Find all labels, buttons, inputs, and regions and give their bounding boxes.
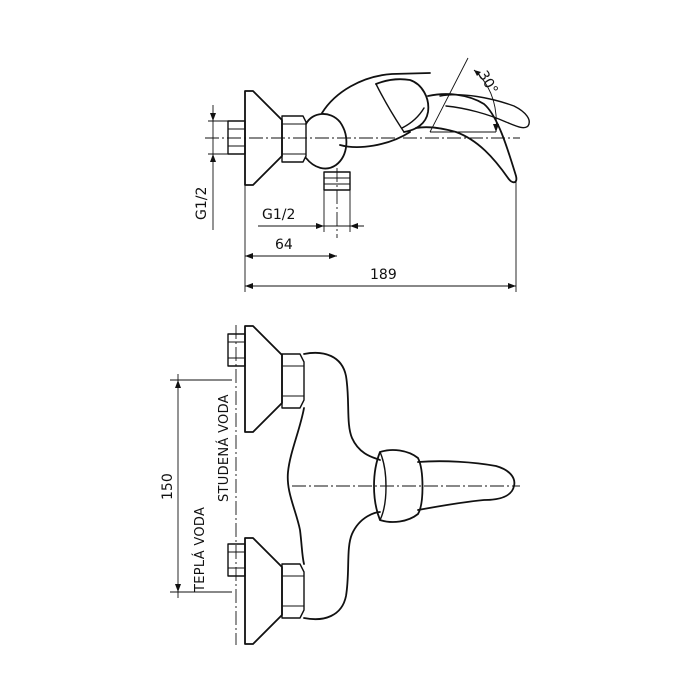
angle-ray-upper (429, 57, 469, 133)
dim-spacing: 150 (160, 473, 176, 500)
front-bottom-nipple (227, 543, 246, 577)
front-cartridge-cap (373, 449, 424, 523)
side-hex-nut (281, 115, 307, 163)
side-view: 30° G1/2 G1/2 64 189 (194, 57, 530, 292)
dim-offset: 64 (275, 237, 293, 253)
dim-thread-left: G1/2 (194, 187, 210, 220)
side-inlet-nipple (227, 120, 246, 155)
side-body-top (321, 72, 431, 114)
side-cartridge-cap (375, 78, 430, 133)
side-lever-raised (439, 94, 530, 129)
front-body-lower (303, 511, 381, 620)
front-top-nipple (227, 333, 246, 367)
label-cold-water: STUDENÁ VODA (216, 394, 232, 502)
side-body-bottom (339, 131, 411, 148)
dim-total: 189 (370, 267, 397, 283)
front-top-nut (281, 353, 305, 409)
label-hot-water: TEPLÁ VODA (192, 507, 208, 593)
front-body-upper (303, 352, 381, 461)
front-view: 150 TEPLÁ VODA STUDENÁ VODA (160, 325, 520, 645)
front-bottom-nut (281, 563, 305, 619)
side-body-bulb (305, 113, 348, 170)
front-top-flange (244, 325, 283, 433)
dim-thread-bottom: G1/2 (262, 207, 295, 223)
front-body-inner (286, 407, 305, 565)
front-bottom-flange (244, 537, 283, 645)
